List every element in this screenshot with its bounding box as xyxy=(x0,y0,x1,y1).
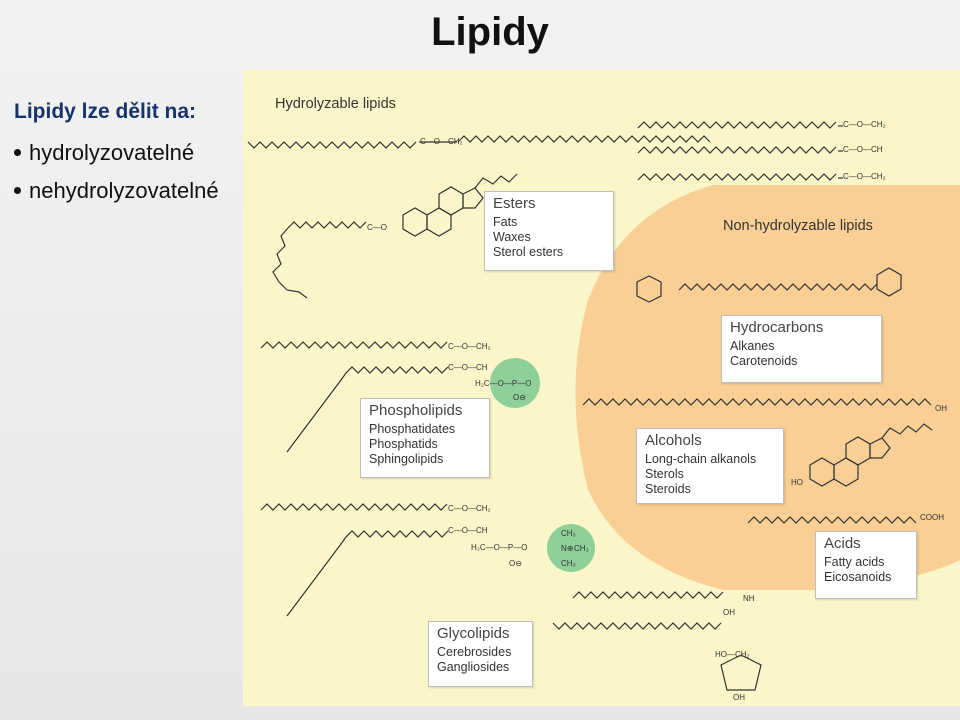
bullet-dot-icon xyxy=(14,186,21,194)
choline-label: CH₃ xyxy=(561,529,576,538)
ester-label: C—O—CH xyxy=(843,145,883,154)
alcohols-box: Alcohols Long-chain alkanols Sterols Ste… xyxy=(636,428,784,504)
hydroxyl-label: OH xyxy=(733,693,745,702)
phospholipids-box: Phospholipids Phosphatidates Phosphatids… xyxy=(360,398,490,478)
sugar-label: HO—CH₂ xyxy=(715,650,750,659)
hydroxyl-label: OH xyxy=(935,404,947,413)
acids-box: Acids Fatty acids Eicosanoids xyxy=(815,531,917,599)
slide-title: Lipidy xyxy=(431,10,549,54)
intro-text: Lipidy lze dělit na: xyxy=(14,100,197,123)
box-heading: Glycolipids xyxy=(437,625,510,642)
phospholipid-chain xyxy=(260,503,448,511)
box-item: Fatty acids xyxy=(824,555,885,569)
steroid-ring xyxy=(402,207,428,237)
glycolipid-chain xyxy=(552,622,722,630)
box-item: Long-chain alkanols xyxy=(645,452,757,466)
esters-box: Esters Fats Waxes Sterol esters xyxy=(484,191,614,271)
phospholipid-chain xyxy=(286,530,449,617)
ester-label: C—O—CH xyxy=(448,526,488,535)
hydroxyl-label: OH xyxy=(723,608,735,617)
steroid-ring xyxy=(462,187,484,209)
choline-label: CH₃ xyxy=(561,559,576,568)
fatty-chain xyxy=(637,146,837,154)
hydrolyzable-title: Hydrolyzable lipids xyxy=(275,96,396,112)
sugar-ring xyxy=(720,654,762,691)
wax-chain xyxy=(457,135,711,143)
phospholipid-chain xyxy=(286,366,449,453)
steroid-ring xyxy=(438,186,464,216)
lipid-classification-figure: C—O—CH₂ C—O—CH C—O—CH₂ C—O—CH₂ C—O C—O—C… xyxy=(243,70,960,706)
box-heading: Hydrocarbons xyxy=(730,319,824,336)
box-item: Steroids xyxy=(645,482,691,496)
box-item: Alkanes xyxy=(730,339,775,353)
carboxyl-label: COOH xyxy=(920,513,944,522)
choline-label: CH₃ xyxy=(574,544,589,553)
glycolipid-chain xyxy=(572,591,724,599)
box-item: Fats xyxy=(493,215,518,229)
box-heading: Alcohols xyxy=(645,432,702,449)
fatty-acid-chain xyxy=(747,516,917,524)
figure-graphics: C—O—CH₂ C—O—CH C—O—CH₂ C—O—CH₂ C—O C—O—C… xyxy=(247,120,960,702)
bullet-hydrolyzable: hydrolyzovatelné xyxy=(14,140,194,166)
box-item: Sphingolipids xyxy=(369,452,444,466)
hydroxyl-label: HO xyxy=(791,478,803,487)
bullet-dot-icon xyxy=(14,148,21,156)
box-item: Sterols xyxy=(645,467,684,481)
wax-chain xyxy=(247,141,417,149)
box-heading: Acids xyxy=(824,535,861,552)
bullet-text: hydrolyzovatelné xyxy=(29,140,195,165)
ester-label: C—O—CH xyxy=(448,363,488,372)
box-item: Phosphatidates xyxy=(369,422,456,436)
box-item: Gangliosides xyxy=(437,660,510,674)
ester-label: C—O—CH₂ xyxy=(843,172,886,181)
bullet-text: nehydrolyzovatelné xyxy=(29,178,219,203)
steroid-ring xyxy=(426,207,452,237)
ester-label: C—O—CH₂ xyxy=(448,504,491,513)
hydrocarbons-box: Hydrocarbons Alkanes Carotenoids xyxy=(721,315,882,383)
bullet-non-hydrolyzable: nehydrolyzovatelné xyxy=(14,178,219,204)
alkanol-chain xyxy=(582,398,932,406)
phosphate-label: H₂C—O—P—O xyxy=(471,543,527,552)
phosphate-head-circle xyxy=(490,358,540,408)
box-item: Sterol esters xyxy=(493,245,564,259)
box-item: Cerebrosides xyxy=(437,645,512,659)
box-item: Phosphatids xyxy=(369,437,438,451)
ester-label: C—O—CH₂ xyxy=(843,120,886,129)
box-item: Eicosanoids xyxy=(824,570,892,584)
ester-label: C—O—CH₂ xyxy=(420,137,463,146)
choline-label: N⊕ xyxy=(561,544,573,553)
box-heading: Esters xyxy=(493,195,536,212)
fatty-chain xyxy=(637,121,837,129)
box-heading: Phospholipids xyxy=(369,402,463,419)
ester-label: C—O—CH₂ xyxy=(448,342,491,351)
box-item: Waxes xyxy=(493,230,531,244)
carotenoid-chain xyxy=(678,283,878,291)
box-item: Carotenoids xyxy=(730,354,798,368)
phosphate-label: O⊖ xyxy=(509,559,522,568)
fatty-chain xyxy=(637,173,837,181)
amide-label: NH xyxy=(743,594,755,603)
non-hydrolyzable-region xyxy=(575,185,960,590)
choline-head-circle xyxy=(547,524,595,572)
phospholipid-chain xyxy=(260,341,448,349)
phosphate-label: H₂C—O—P—O xyxy=(475,379,531,388)
phosphate-label: O⊖ xyxy=(513,393,526,402)
ester-label: C—O xyxy=(367,223,387,232)
glycolipids-box: Glycolipids Cerebrosides Gangliosides xyxy=(428,621,533,687)
non-hydrolyzable-title: Non-hydrolyzable lipids xyxy=(723,218,873,234)
